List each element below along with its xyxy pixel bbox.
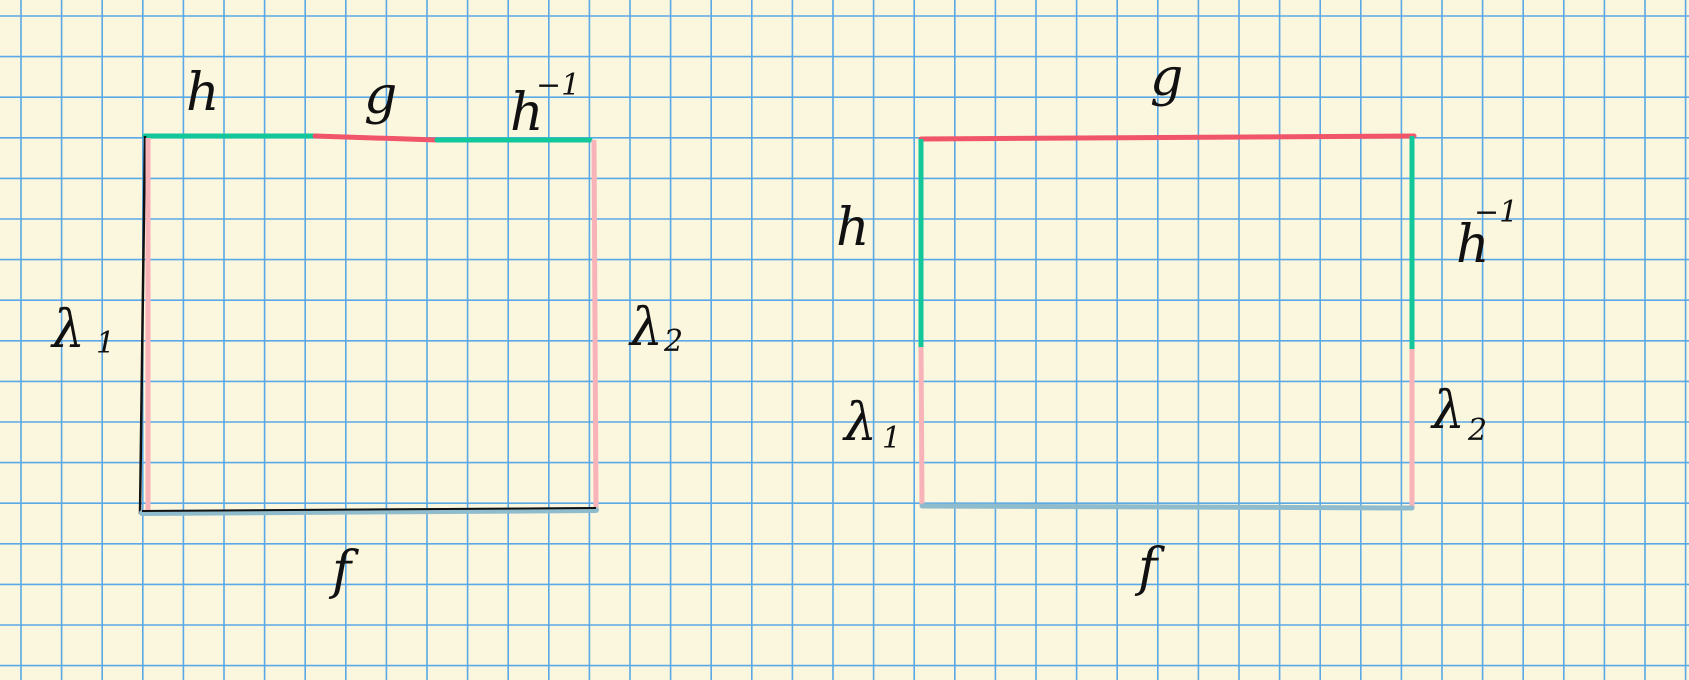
right-square-g-label: g xyxy=(1150,48,1183,108)
left-square-lambda2-label: λ xyxy=(628,298,663,358)
right-square-lambda1-label: λ xyxy=(842,393,877,453)
right-square-h-inverse-exponent: −1 xyxy=(1474,195,1518,230)
right-square-lambda2-label: λ xyxy=(1430,381,1465,441)
left-square-lambda2-edge xyxy=(591,139,599,511)
left-square-lambda1-subscript: 1 xyxy=(96,326,115,361)
left-square-lambda1-ink-edge xyxy=(138,135,147,515)
right-square-lambda1-subscript: 1 xyxy=(882,421,901,456)
left-square-h-inverse-exponent: −1 xyxy=(536,68,580,103)
left-square-lambda2-subscript: 2 xyxy=(663,324,683,359)
left-square-f-edge xyxy=(139,507,599,516)
left-square-lambda1-label: λ xyxy=(50,300,85,360)
left-square: h g h −1 λ 1 λ 2 f xyxy=(50,63,683,601)
left-square-g-label: g xyxy=(364,66,397,126)
right-square-h-label: h xyxy=(836,198,870,258)
right-square-lambda2-subscript: 2 xyxy=(1467,413,1487,448)
left-square-h-inverse-label: h xyxy=(510,83,544,143)
right-square-h-inverse-label: h xyxy=(1456,215,1490,275)
right-square-g-edge xyxy=(918,133,1417,142)
right-square-lambda1-edge xyxy=(918,346,925,507)
right-square-f-edge xyxy=(919,503,1415,511)
left-square-g-edge xyxy=(312,133,440,143)
left-square-f-ink-edge xyxy=(141,507,597,512)
right-square: g h h −1 λ 1 λ 2 f xyxy=(836,48,1518,598)
left-square-h-label: h xyxy=(186,63,220,123)
